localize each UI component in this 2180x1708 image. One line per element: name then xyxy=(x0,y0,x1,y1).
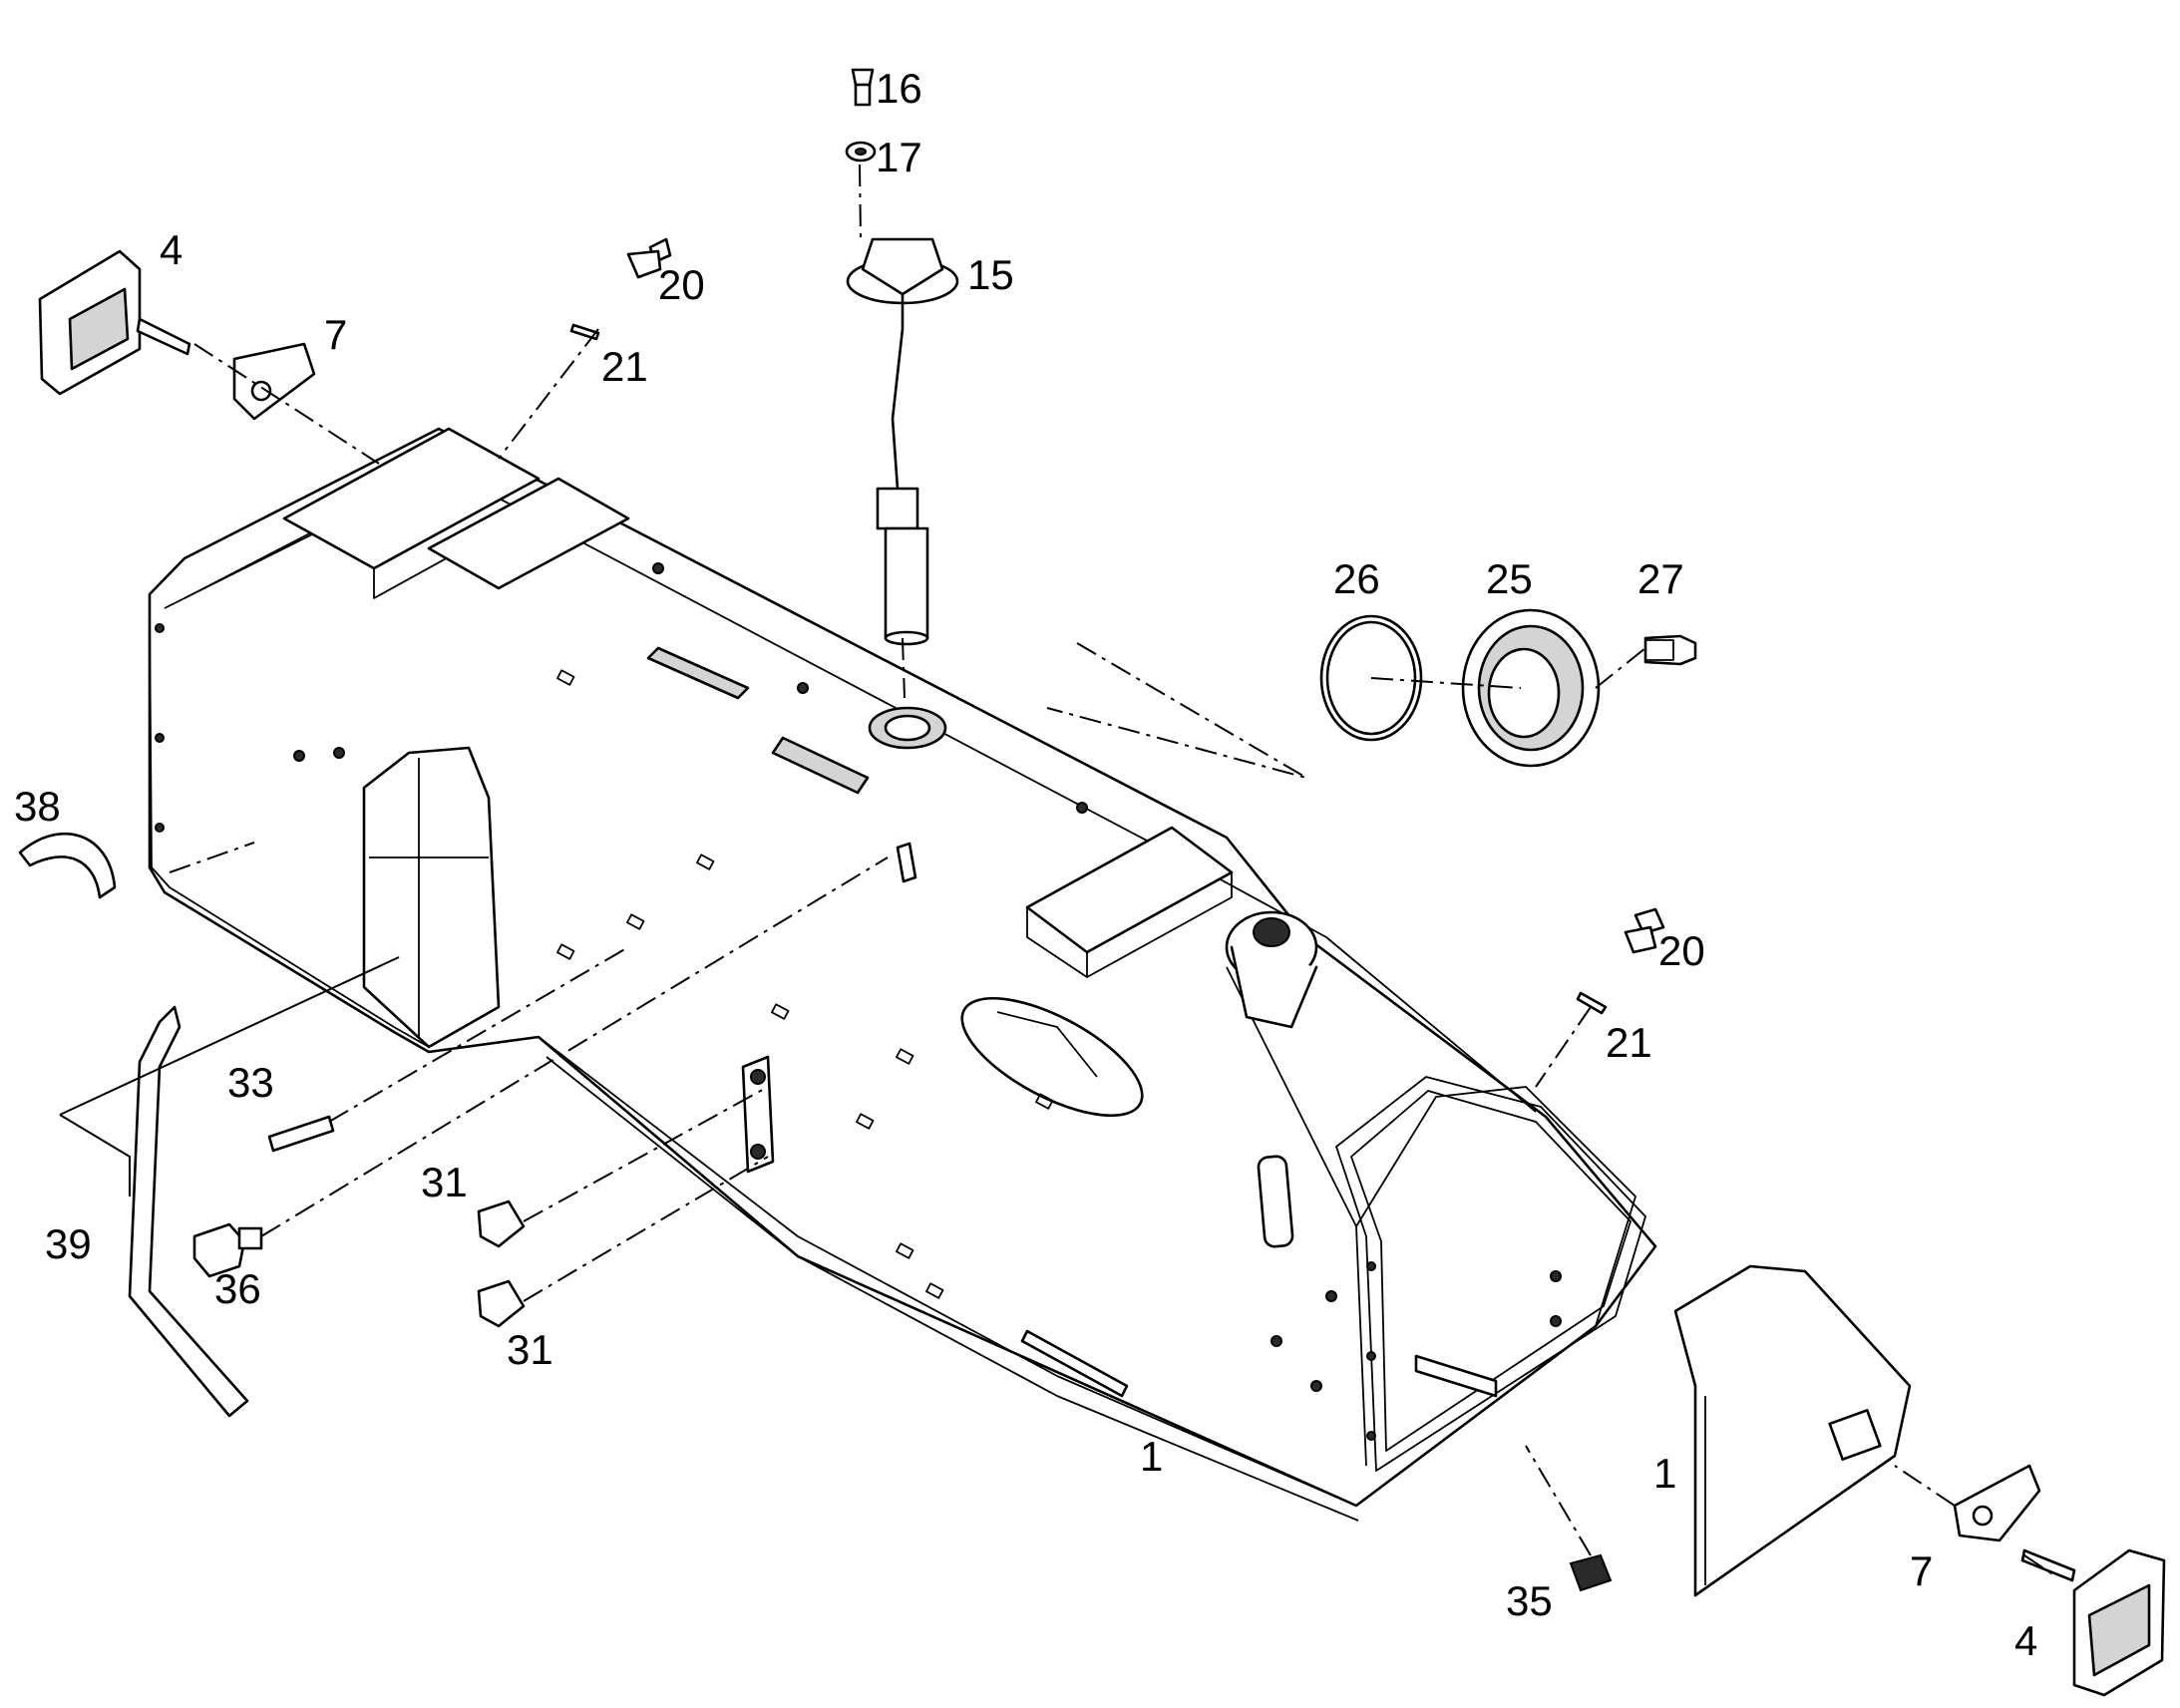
callout-39: 39 xyxy=(45,1220,92,1267)
callout-4-bottom: 4 xyxy=(2014,1617,2037,1664)
side-cover xyxy=(1673,1264,1912,1597)
callout-26: 26 xyxy=(1333,555,1380,602)
callout-17: 17 xyxy=(876,134,922,180)
callout-21-top: 21 xyxy=(601,343,648,390)
callout-20-right: 20 xyxy=(1658,927,1705,974)
studs xyxy=(155,562,1562,1441)
callout-38: 38 xyxy=(14,783,61,830)
loose-parts xyxy=(18,237,1665,1592)
callout-20-top: 20 xyxy=(658,261,705,308)
callout-16: 16 xyxy=(876,65,922,112)
callout-33: 33 xyxy=(227,1059,274,1106)
callout-27: 27 xyxy=(1637,555,1684,602)
callout-1-main: 1 xyxy=(1140,1433,1163,1480)
fuel-sender-assembly xyxy=(845,68,959,646)
callout-bracket-39 xyxy=(59,956,400,1196)
callout-31-bottom: 31 xyxy=(507,1326,553,1373)
callout-1-cover: 1 xyxy=(1653,1450,1676,1497)
callout-4-top: 4 xyxy=(160,226,182,273)
callout-7-bottom: 7 xyxy=(1910,1547,1933,1594)
callout-36: 36 xyxy=(214,1265,261,1312)
callout-7-top: 7 xyxy=(324,311,347,358)
leader-lines xyxy=(169,164,2055,1576)
lamp-top-left xyxy=(38,249,316,421)
callout-21-right: 21 xyxy=(1606,1019,1652,1066)
callout-25: 25 xyxy=(1486,555,1533,602)
tank-body xyxy=(148,427,1657,1522)
callout-labels: 16 17 15 4 20 7 21 26 25 27 38 20 21 33 … xyxy=(14,65,2037,1664)
callout-35: 35 xyxy=(1506,1577,1553,1624)
callout-15: 15 xyxy=(967,251,1014,298)
callout-31-top: 31 xyxy=(421,1159,468,1205)
lamp-bottom-right xyxy=(1953,1464,2166,1697)
